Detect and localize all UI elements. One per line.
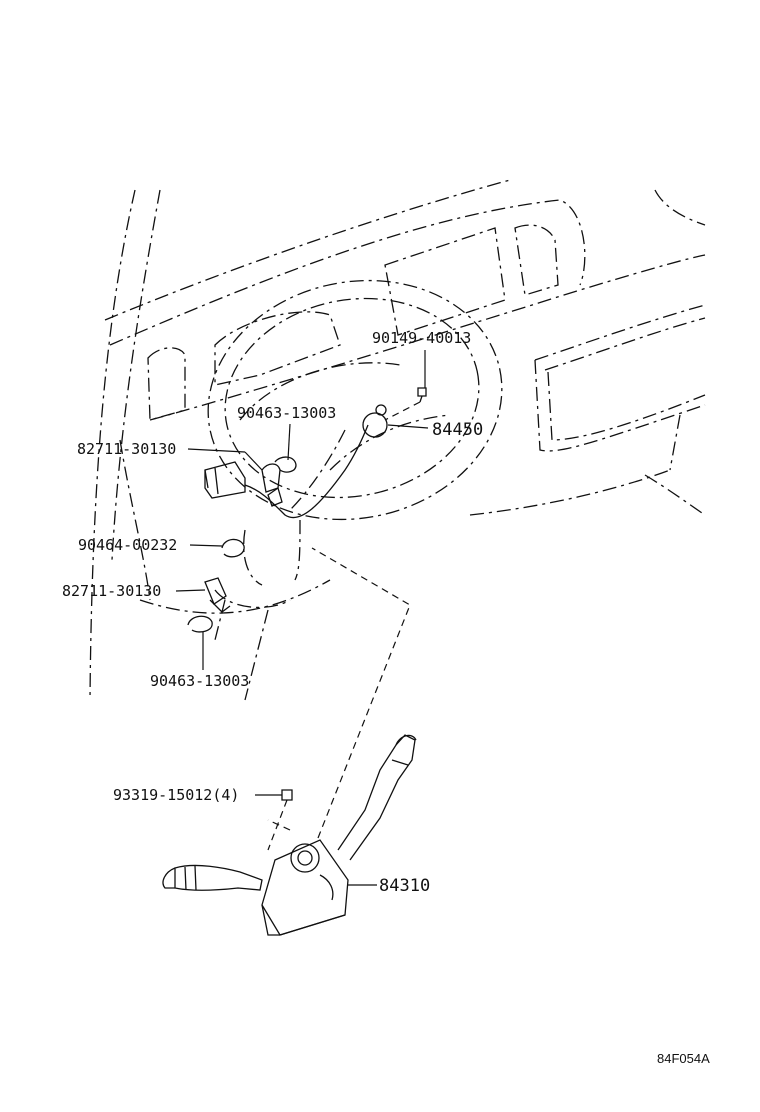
part-label-2: 90463-13003: [237, 404, 336, 461]
part-number: 90463-13003: [237, 404, 336, 422]
part-number: 84450: [432, 420, 483, 440]
part-number: 82711-30130: [62, 582, 161, 600]
harness-connectors: [187, 387, 429, 633]
part-number: 90463-13003: [150, 672, 249, 690]
part-number: 82711-30130: [77, 440, 176, 458]
part-label-5: 90464-00232: [78, 536, 223, 554]
part-number: 90149-40013: [372, 329, 471, 347]
steering-wheel: [207, 279, 503, 701]
part-label-7: 90463-13003: [150, 632, 249, 690]
part-label-1: 90149-40013: [372, 329, 471, 388]
part-label-8: 93319-15012(4): [113, 786, 282, 804]
dashboard-outline: [89, 179, 706, 701]
part-label-4: 82711-30130: [77, 440, 263, 471]
combination-switch: [162, 547, 417, 936]
figure-code: 84F054A: [657, 1051, 710, 1066]
part-label-6: 82711-30130: [62, 582, 206, 600]
part-label-3: 84450: [432, 420, 483, 440]
part-number: 93319-15012(4): [113, 786, 239, 804]
part-number: 90464-00232: [78, 536, 177, 554]
part-label-9: 84310: [348, 876, 430, 896]
part-number: 84310: [379, 876, 430, 896]
